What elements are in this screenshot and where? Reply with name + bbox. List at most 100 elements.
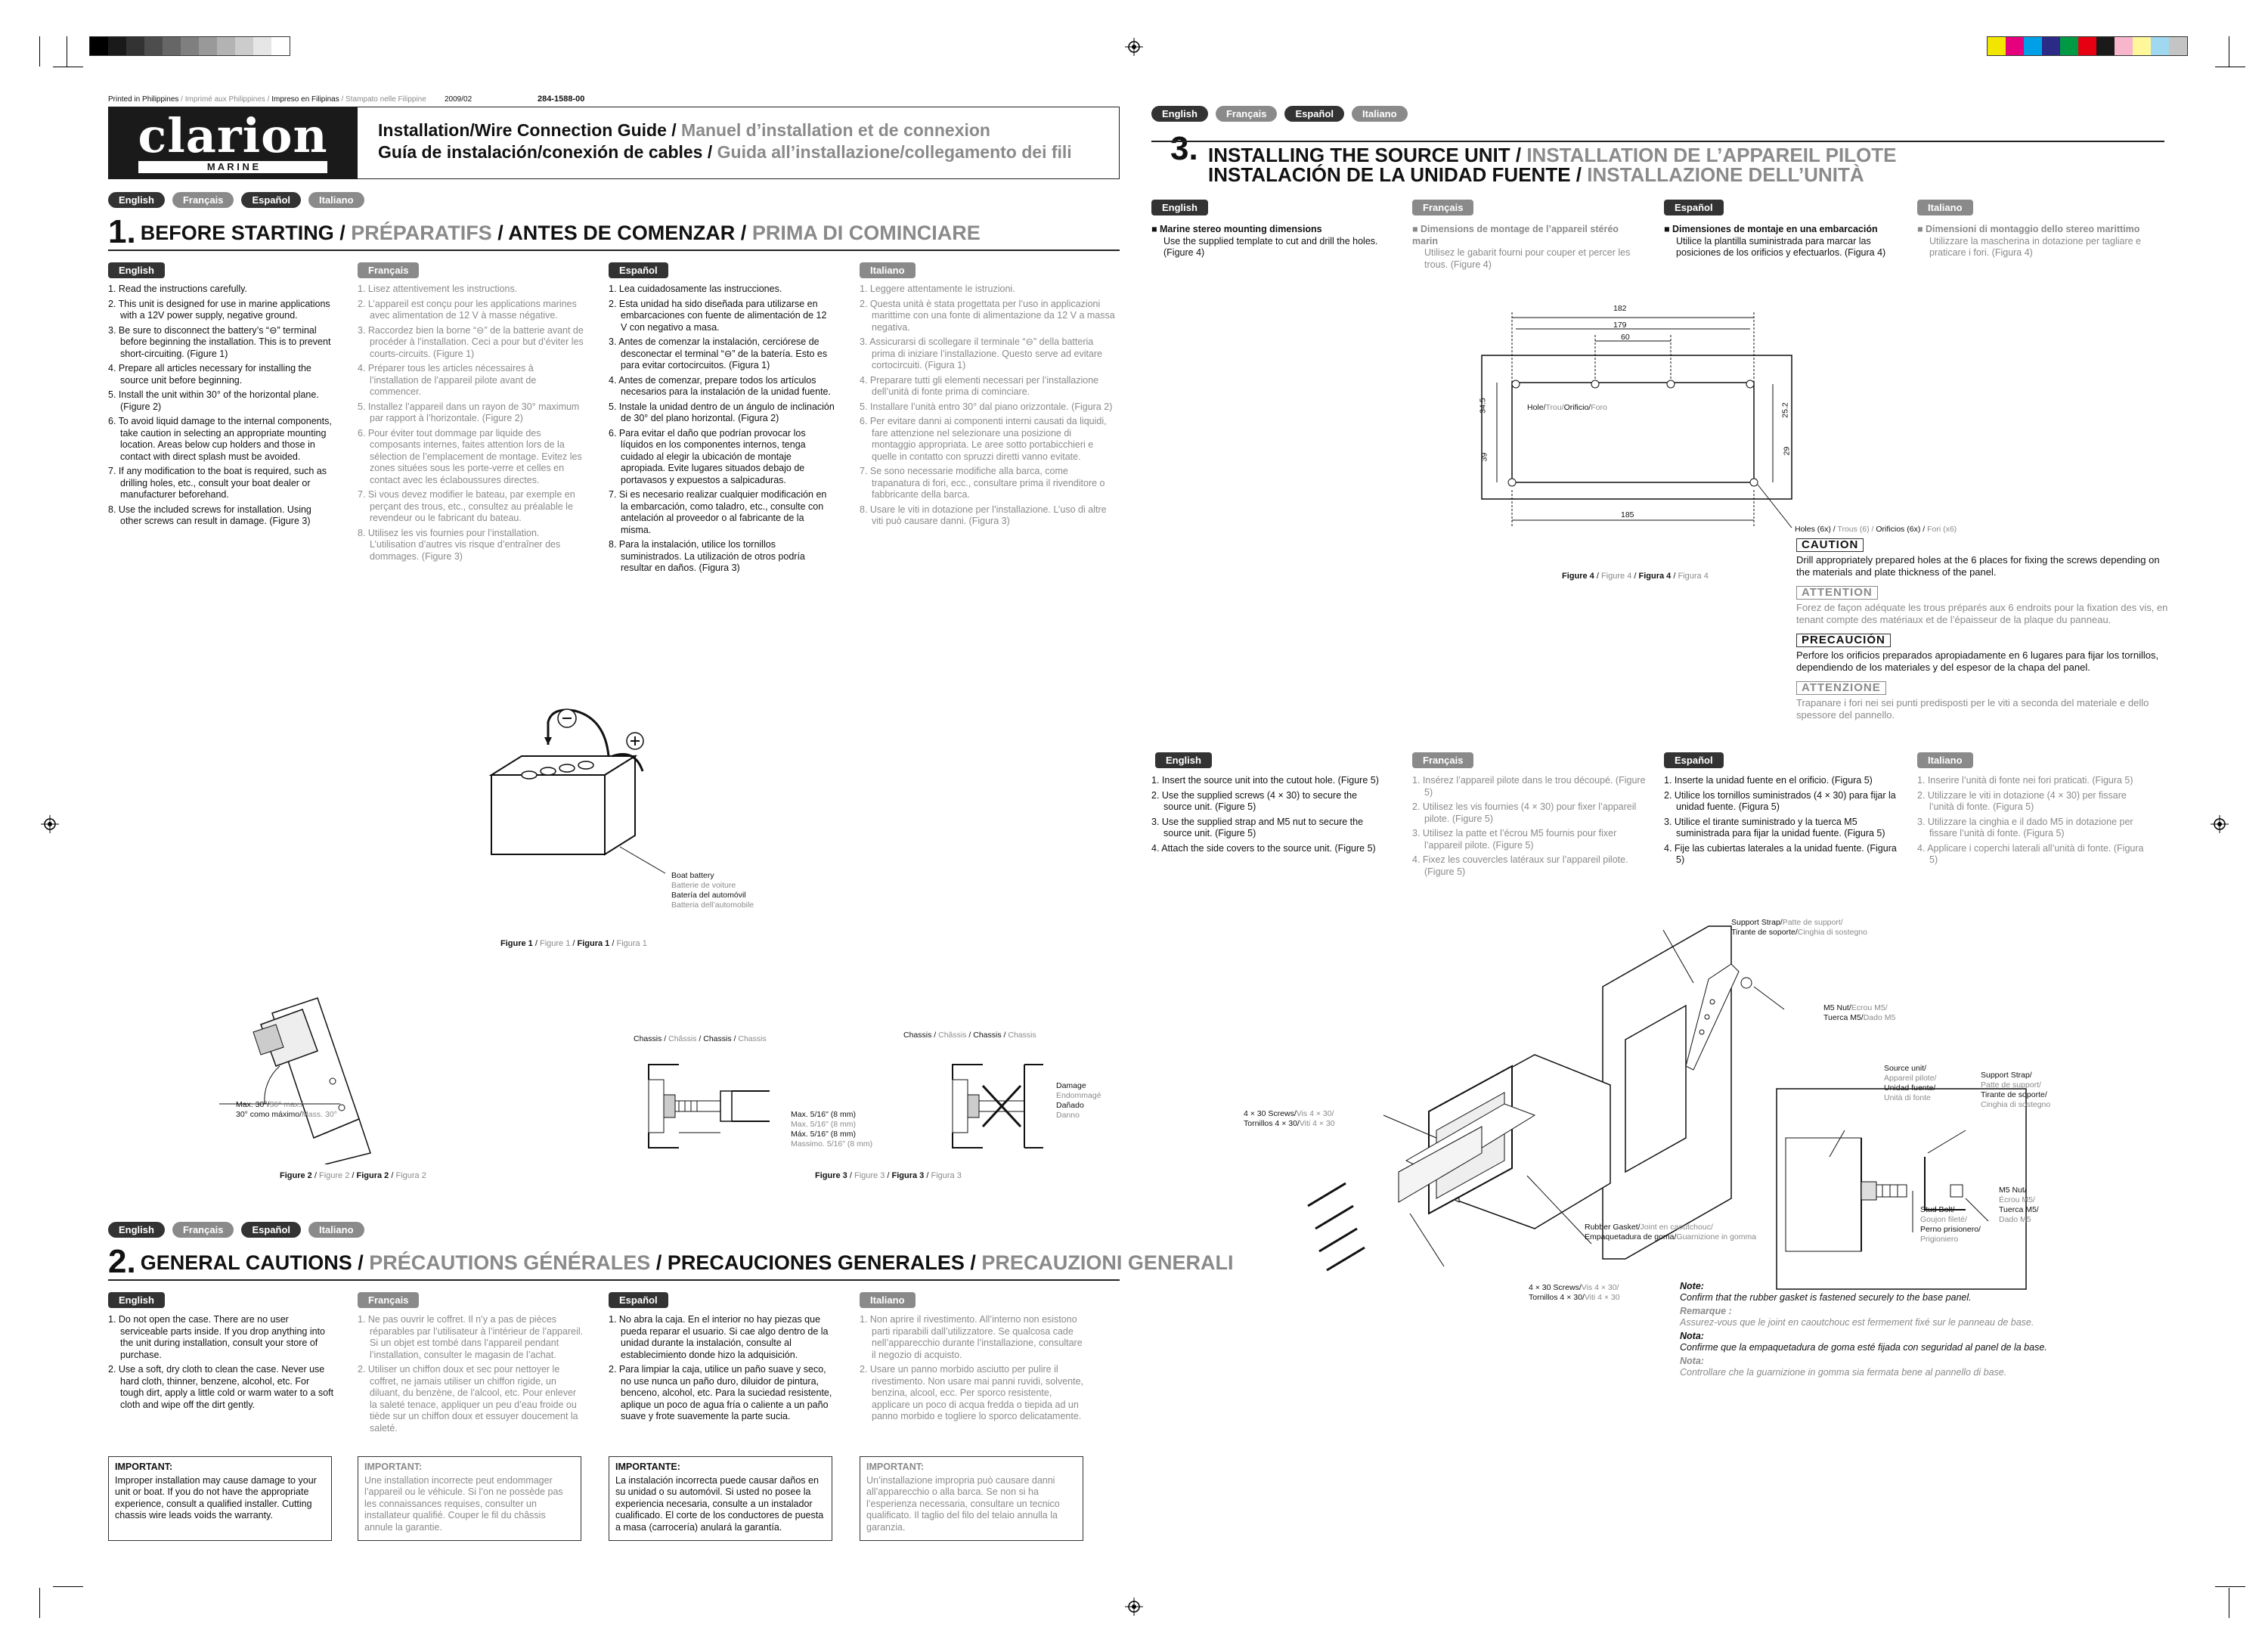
support-strap-detail-label: Support Strap/ Patte de support/ Tirante… [1981,1071,2050,1110]
list-item: 8. Utilisez les vis fournies pour l’inst… [358,527,561,562]
gasket-it: Guarnizione in gomma [1676,1232,1757,1241]
list-item: 8. Para la instalación, utilice los torn… [609,539,805,573]
stud-bolt-label: Stud Bolt/ Goujon fileté/ Perno prisione… [1920,1205,1981,1245]
strap-es: Tirante de soporte/ [1731,928,1798,937]
list-item: 1. Insert the source unit into the cutou… [1151,775,1379,786]
tab-espanol[interactable]: Español [241,1222,302,1238]
steps-it: 1. Inserire l’unità di fonte nei fori pr… [1917,775,2152,869]
s1-label-espanol: Español [609,262,668,278]
color-swatch [2006,37,2024,55]
s3-label-francais: Français [1412,200,1474,215]
s3-label-italiano: Italiano [1917,200,1973,215]
list-item: 1. Insérez l’appareil pilote dans le tro… [1412,775,1646,798]
section1-number: 1. [108,213,136,250]
list-item: 7. Si es necesario realizar cualquier mo… [609,489,827,535]
stud-fr: Goujon fileté/ [1920,1215,1967,1224]
list-item: 1. Inserire l’unità di fonte nei fori pr… [1917,775,2133,786]
nut2-en: M5 Nut/ [1999,1186,2027,1195]
note-it: Controllare che la guarnizione in gomma … [1680,1367,2007,1378]
tab-espanol[interactable]: Español [241,192,302,208]
s1-list-it: 1. Leggere attentamente le istruzioni. 2… [860,284,1117,531]
chassis-es: Chassis [703,1034,732,1043]
nut-es: Tuerca M5/ [1823,1013,1864,1022]
mount-text: Utilisez le gabarit fourni pour couper e… [1424,247,1631,270]
tab-francais[interactable]: Français [172,192,234,208]
holes6-en: Holes (6x) / [1795,525,1836,534]
caution-fr: ATTENTION Forez de façon adéquate les tr… [1796,586,2174,626]
strap-it: Cinghia di sostegno [1797,928,1867,937]
steps-en: 1. Insert the source unit into the cutou… [1151,775,1386,857]
color-swatch [2060,37,2078,55]
important-text: Improper installation may cause damage t… [115,1474,317,1521]
mount-en: ■ Marine stereo mounting dimensions Use … [1151,224,1378,259]
chassis-es: Chassis [973,1031,1002,1040]
screws-it: Viti 4 × 30 [1299,1119,1335,1128]
color-swatch [2151,37,2169,55]
tab-francais[interactable]: Français [172,1222,234,1238]
list-item: 2. Utiliser un chiffon doux et sec pour … [358,1364,578,1434]
chassis-fr: Châssis [938,1031,967,1040]
dim-185: 185 [1621,510,1634,519]
figure2-caption: Figure 2 / Figure 2 / Figura 2 / Figura … [280,1171,426,1180]
strap2-es: Tirante de soporte/ [1981,1090,2047,1099]
s1-title-sep: / [497,222,503,244]
list-item: 1. Lisez attentivement les instructions. [358,284,518,294]
unit-fr: Appareil pilote/ [1884,1074,1937,1083]
list-item: 1. Do not open the case. There are no us… [108,1314,325,1360]
unit-en: Source unit/ [1884,1064,1927,1073]
screws-label-top: 4 × 30 Screws/Vis 4 × 30/ Tornillos 4 × … [1244,1109,1335,1129]
tab-italiano[interactable]: Italiano [1352,106,1408,122]
list-item: 5. Installez l’appareil dans un rayon de… [358,401,580,424]
tab-italiano[interactable]: Italiano [308,192,364,208]
dim-60: 60 [1621,333,1630,342]
note-es: Confirme que la empaquetadura de goma es… [1680,1342,2047,1353]
caution-title: ATTENZIONE [1796,681,1886,695]
note-fr: Assurez-vous que le joint en caoutchouc … [1680,1317,2034,1328]
part-code: 284-1588-00 [538,95,585,104]
unit-es: Unidad fuente/ [1884,1083,1936,1093]
section3-number: 3. [1170,130,1198,167]
screw-ok-illustration [648,1064,770,1148]
tab-english[interactable]: English [1151,106,1208,122]
list-item: 1. Inserte la unidad fuente en el orific… [1664,775,1873,786]
tab-francais[interactable]: Français [1215,106,1278,122]
list-item: 4. Preparare tutti gli elementi necessar… [860,374,1099,398]
s3b-label-espanol: Español [1664,752,1724,768]
section2-number: 2. [108,1243,136,1280]
m5-nut-detail-label: M5 Nut/ Écrou M5/ Tuerca M5/ Dado M5 [1999,1186,2039,1225]
lang-tabs-s3: English Français Español Italiano [1151,106,1415,122]
s1-title-es: ANTES DE COMENZAR / [508,222,747,244]
tab-italiano[interactable]: Italiano [308,1222,364,1238]
color-swatch [2133,37,2151,55]
list-item: 7. Si vous devez modifier le bateau, par… [358,489,575,523]
screws-en: 4 × 30 Screws/ [1529,1283,1582,1292]
screws-fr: Vis 4 × 30/ [1296,1109,1334,1118]
tab-english[interactable]: English [108,192,165,208]
max-angle-label: Max. 30°/30° max./ 30° como máximo/Mass.… [236,1100,337,1120]
logo-subtext: M A R I N E [138,161,327,173]
dim-179: 179 [1613,321,1627,330]
fig2-fr: Figure 2 [318,1171,350,1180]
tab-english[interactable]: English [108,1222,165,1238]
caution-en: CAUTION Drill appropriately prepared hol… [1796,538,2174,578]
list-item: 4. Prepare all articles necessary for in… [108,363,311,386]
chassis-it: Chassis [1008,1031,1036,1040]
section2-rule [108,1279,1120,1281]
section2-heading: 2.GENERAL CAUTIONS / PRÉCAUTIONS GÉNÉRAL… [108,1245,1234,1279]
caution-title: CAUTION [1796,538,1864,552]
s1-label-english: English [108,262,165,278]
fig4-es: Figura 4 [1638,572,1672,581]
mount-fr: ■ Dimensions de montage de l’appareil st… [1412,224,1639,271]
section1-heading: 1.BEFORE STARTING / PRÉPARATIFS / ANTES … [108,215,981,249]
caution-text: Trapanare i fori nei sei punti predispos… [1796,697,2149,721]
battery-illustration [488,708,666,874]
s3b-label-english: English [1155,752,1212,768]
list-item: 6. Pour éviter tout dommage par liquide … [358,427,582,485]
s1-label-italiano: Italiano [860,262,916,278]
s2-title-it: PRECAUZIONI GENERALI [981,1251,1234,1274]
hole-fr: Trou/ [1545,403,1564,412]
registration-mark [2211,815,2229,833]
list-item: 6. Para evitar el daño que podrían provo… [609,427,806,485]
damage-fr: Endommagé [1056,1091,1101,1100]
tab-espanol[interactable]: Español [1284,106,1345,122]
